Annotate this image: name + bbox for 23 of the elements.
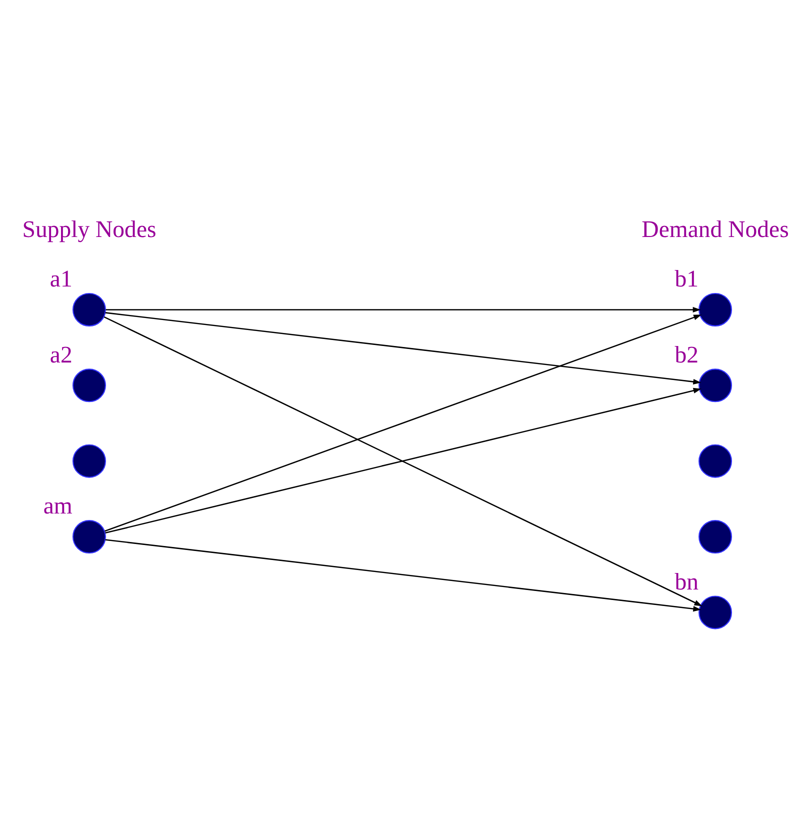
node-circle <box>698 444 732 478</box>
label: Demand Nodes <box>642 216 789 243</box>
node-label: b2 <box>674 342 698 368</box>
node-circle <box>72 444 106 478</box>
node-label: a2 <box>50 342 72 368</box>
node-circle <box>698 368 732 402</box>
node-circle <box>698 520 732 554</box>
node-label: a1 <box>50 266 72 293</box>
arrow <box>104 316 702 606</box>
node-circle <box>698 596 732 630</box>
arrow <box>105 312 702 385</box>
node-circle <box>72 368 106 402</box>
node-circle <box>698 292 732 326</box>
arrow <box>105 539 702 612</box>
arrow <box>105 388 702 534</box>
arrow <box>104 314 702 532</box>
node-circle <box>72 520 106 554</box>
node-circle <box>72 292 106 326</box>
node-label: bn <box>674 569 698 596</box>
node-label: b1 <box>674 266 698 293</box>
label: Supply Nodes <box>22 216 156 243</box>
node-label: am <box>43 494 72 520</box>
arrow <box>106 306 701 313</box>
